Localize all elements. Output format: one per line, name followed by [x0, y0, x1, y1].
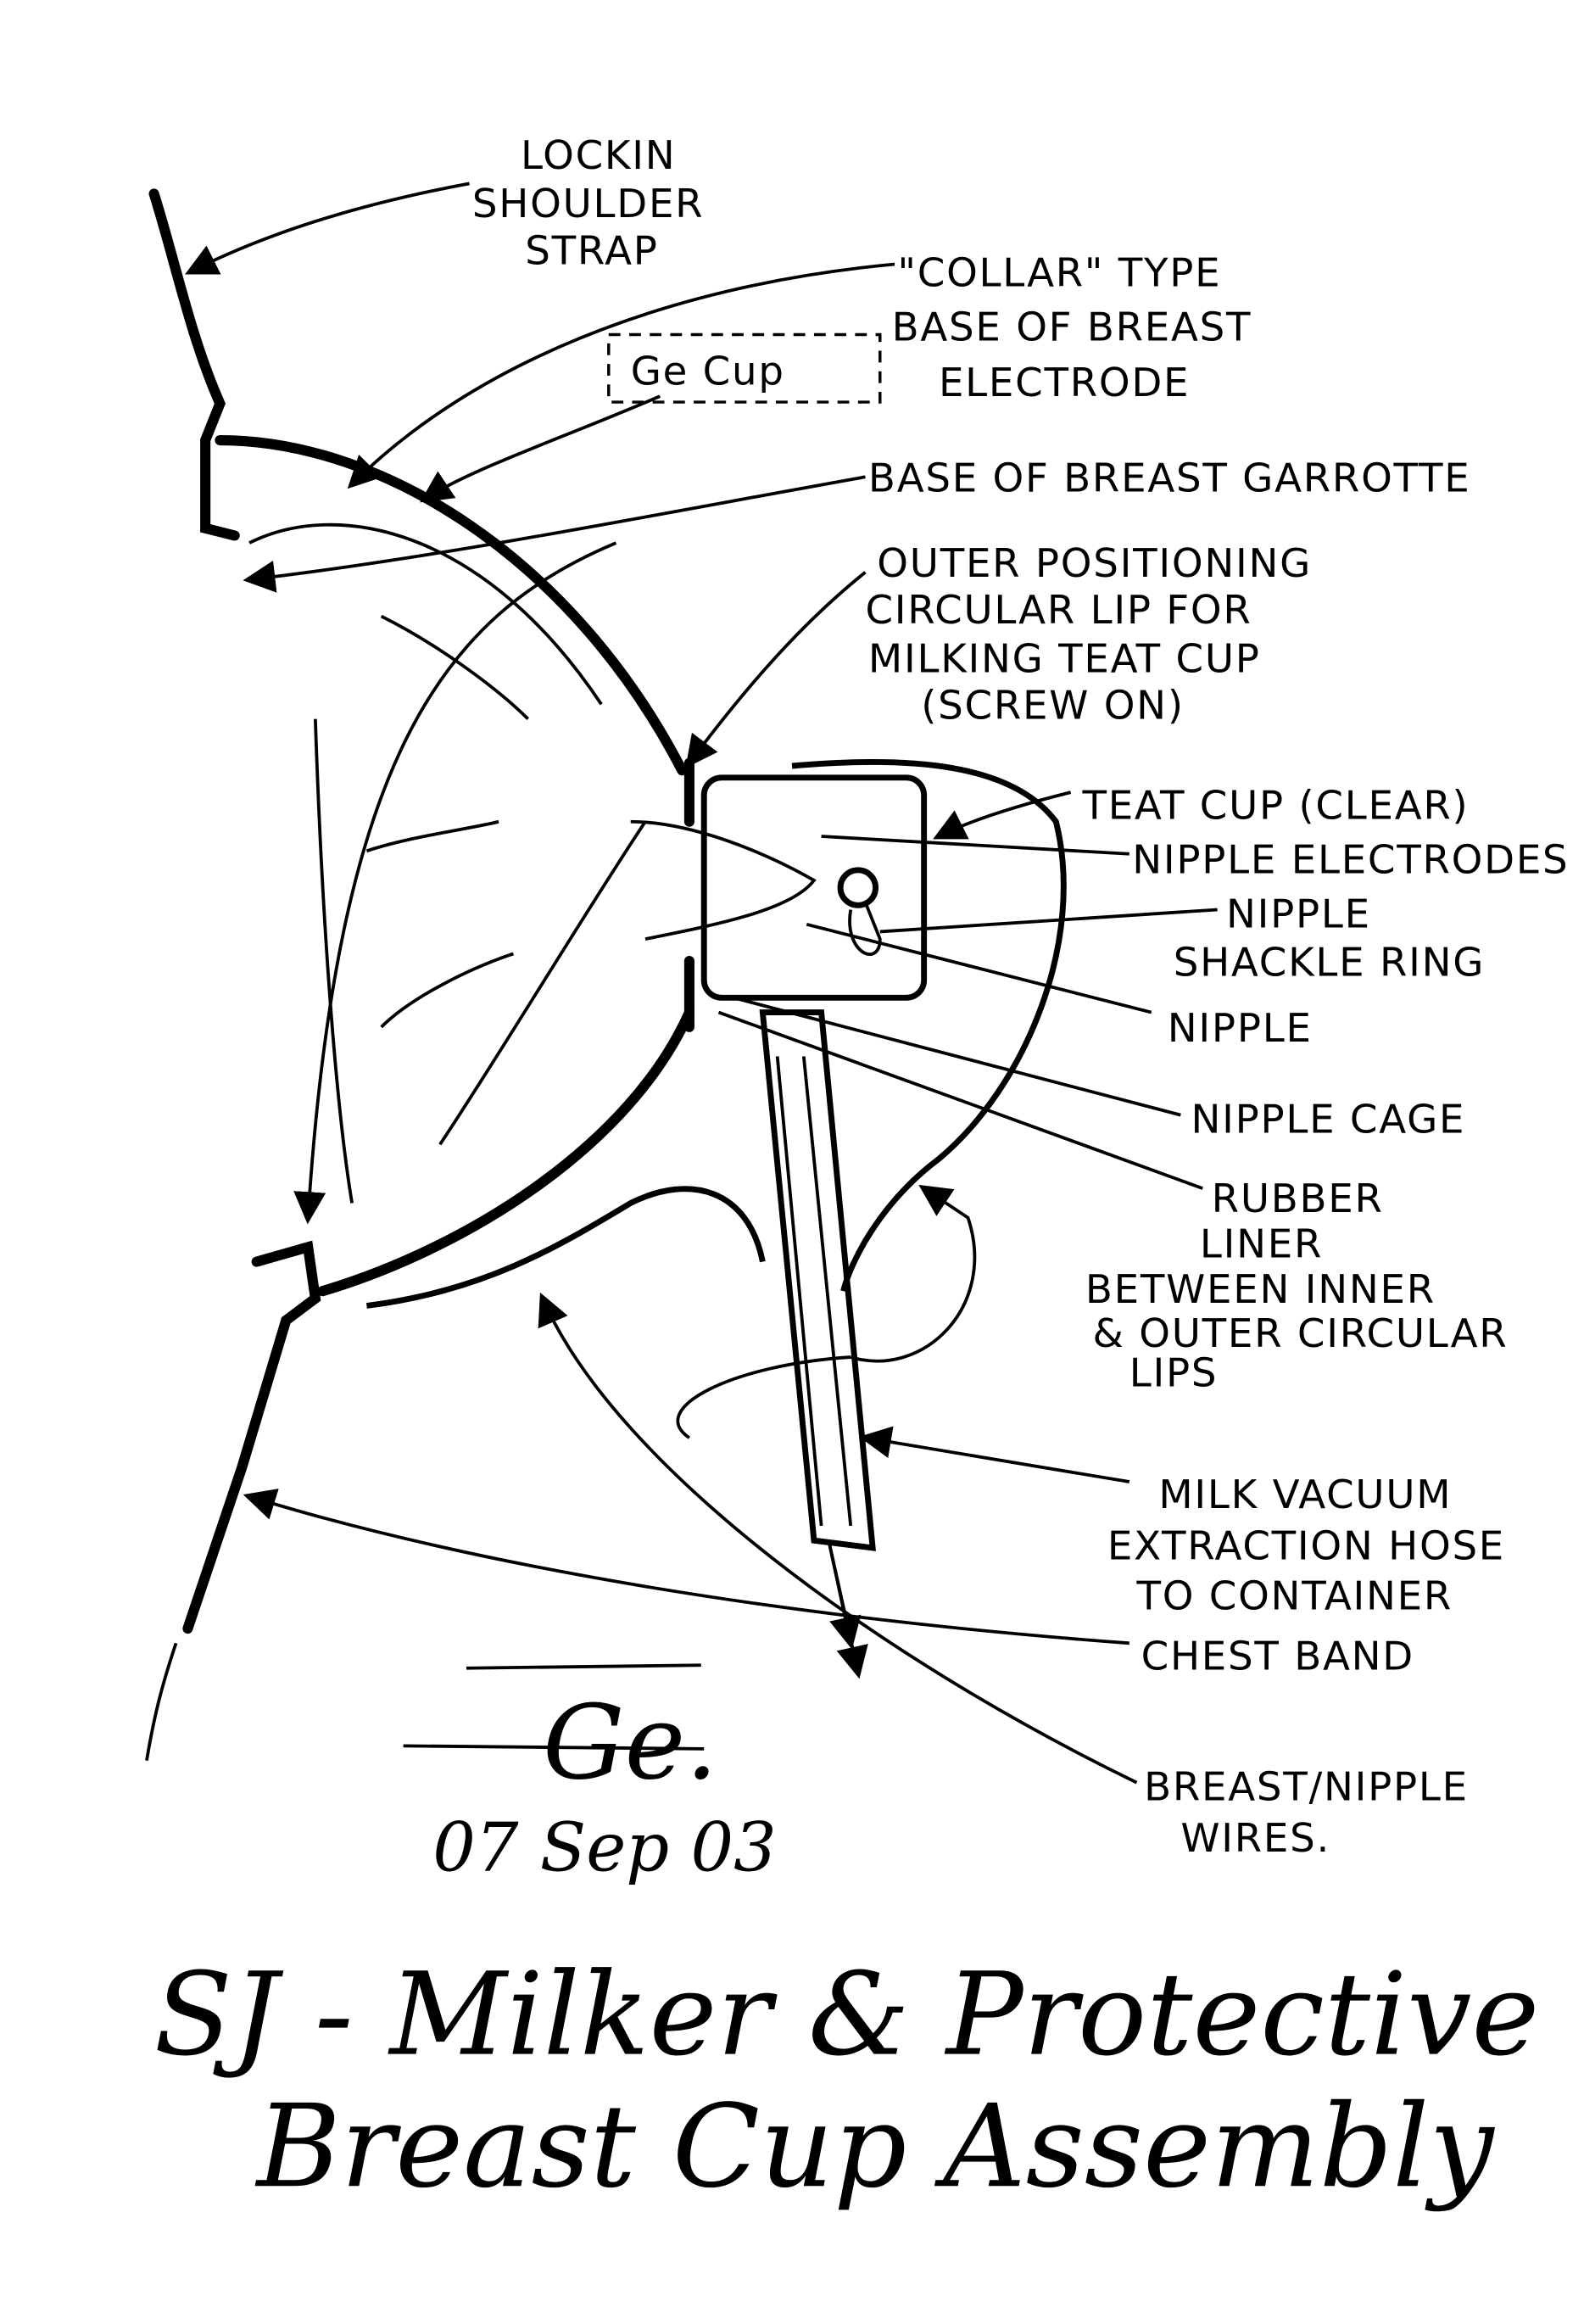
chest-band: [182, 1240, 321, 1634]
breast-contour: [365, 614, 530, 1029]
label-line: LIPS: [1129, 1351, 1219, 1397]
teat-cup-outer-shell: [791, 759, 1067, 1293]
breast-wires: [365, 1186, 766, 1309]
teat-cup: [700, 774, 928, 1001]
label-wires: BREAST/NIPPLE WIRES.: [1144, 1764, 1469, 1862]
shoulder-strap: [148, 188, 240, 541]
label-line: (SCREW ON): [921, 684, 1185, 729]
label-line: EXTRACTION HOSE: [1107, 1524, 1505, 1570]
label-line: STRAP: [525, 228, 658, 274]
label-line: & OUTER CIRCULAR: [1093, 1311, 1509, 1357]
label-garrotte: BASE OF BREAST GARROTTE: [868, 456, 1471, 502]
label-shoulder-strap: LOCKIN SHOULDER STRAP: [472, 133, 704, 274]
label-chest-band: CHEST BAND: [1141, 1634, 1414, 1679]
label-line: MILK VACUUM: [1158, 1472, 1452, 1518]
breast-cup-lower-rim: [317, 1007, 694, 1297]
label-outer-lip: OUTER POSITIONING CIRCULAR LIP FOR MILKI…: [865, 541, 1312, 729]
signature: Ge.: [543, 1683, 718, 1802]
hose-inner: [775, 1056, 853, 1527]
label-nipple-electrodes: NIPPLE ELECTRODES: [1132, 837, 1569, 883]
title-line-2: Breast Cup Assembly: [254, 2080, 1496, 2213]
skin-edge: [145, 1642, 178, 1762]
label-line: TO CONTAINER: [1135, 1574, 1453, 1620]
date: 07 Sep 03: [432, 1807, 777, 1886]
label-line: BREAST/NIPPLE: [1144, 1764, 1469, 1810]
cup-box-label: Ge Cup: [631, 349, 785, 394]
breast-cup-upper-rim: [215, 434, 688, 776]
shackle-loop: [848, 902, 882, 956]
label-line: RUBBER: [1212, 1176, 1384, 1222]
label-line: NIPPLE: [1226, 891, 1371, 937]
label-line: OUTER POSITIONING: [877, 541, 1312, 587]
label-line: MILKING TEAT CUP: [868, 636, 1261, 682]
label-line: LOCKIN: [521, 133, 676, 179]
label-line: LINER: [1200, 1221, 1323, 1267]
label-line: SHOULDER: [472, 182, 704, 227]
label-hose: MILK VACUUM EXTRACTION HOSE TO CONTAINER: [1107, 1472, 1505, 1620]
label-shackle-ring: NIPPLE SHACKLE RING: [1174, 891, 1485, 986]
label-line: ELECTRODE: [939, 360, 1190, 406]
cup-box: [607, 332, 882, 404]
label-collar: "COLLAR" TYPE BASE OF BREAST ELECTRODE: [892, 250, 1252, 406]
label-line: WIRES.: [1180, 1816, 1330, 1862]
drawing: [145, 188, 1067, 1762]
label-rubber-liner: RUBBER LINER BETWEEN INNER & OUTER CIRCU…: [1085, 1176, 1509, 1397]
nipple-shackle-ring: [837, 867, 879, 908]
label-line: BASE OF BREAST: [892, 304, 1252, 350]
nipple: [630, 819, 817, 941]
label-line: CIRCULAR LIP FOR: [865, 588, 1252, 634]
label-teat-cup: TEAT CUP (CLEAR): [1081, 783, 1469, 829]
title-line-1: SJ - Milker & Protective: [154, 1948, 1540, 2081]
label-line: "COLLAR" TYPE: [898, 250, 1222, 296]
label-nipple: NIPPLE: [1168, 1006, 1313, 1052]
label-line: SHACKLE RING: [1174, 940, 1485, 986]
label-nipple-cage: NIPPLE CAGE: [1191, 1097, 1465, 1142]
label-line: BETWEEN INNER: [1085, 1267, 1436, 1313]
leader-lines: [185, 182, 1218, 1785]
signature-strokes: [403, 1663, 705, 1751]
